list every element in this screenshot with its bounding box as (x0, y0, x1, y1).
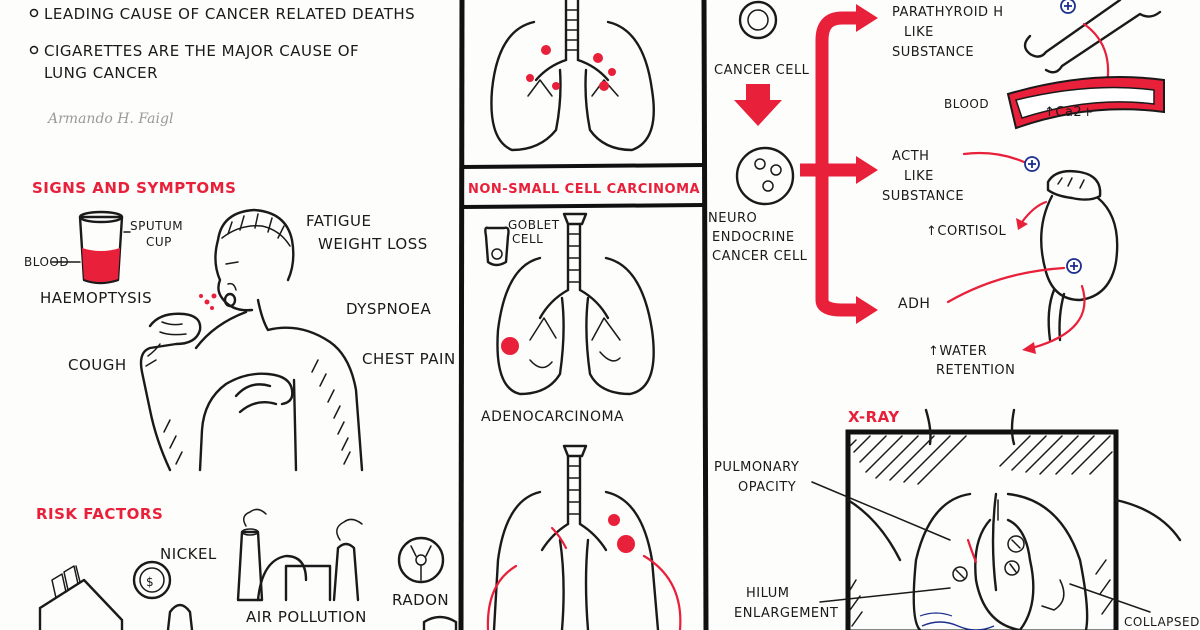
cancer-cell-icon (738, 0, 778, 40)
intro-bullet-2-line2: LUNG CANCER (44, 64, 158, 82)
risk-heading: RISK FACTORS (36, 505, 163, 523)
hilum-label-2: ENLARGEMENT (734, 606, 838, 621)
neuro-cancer-cell-label: CANCER CELL (712, 249, 808, 264)
cigarette-pack-icon (38, 565, 124, 630)
adh-label: ADH (898, 296, 930, 312)
blood-vessel-label: BLOOD (944, 97, 989, 111)
sputum-cup-icon (51, 210, 131, 285)
down-arrow (734, 84, 782, 126)
svg-text:$: $ (146, 575, 154, 589)
cortisol-label: ↑CORTISOL (926, 224, 1007, 239)
panel-dividers (458, 0, 709, 630)
cancer-cell-label: CANCER CELL (714, 63, 810, 78)
pth-label: PARATHYROID H (892, 5, 1003, 20)
adh-arrow (946, 266, 1066, 304)
cortisol-arrow (1020, 200, 1048, 224)
intro-bullet-1: LEADING CAUSE OF CANCER RELATED DEATHS (44, 5, 415, 23)
nickel-label: NICKEL (160, 545, 217, 563)
chest-pain-label: CHEST PAIN (362, 350, 456, 368)
acth-substance-label: SUBSTANCE (882, 189, 964, 204)
pth-like-label: LIKE (904, 25, 934, 40)
collapsed-pointer (1069, 583, 1151, 613)
lungs-squamous-icon (486, 444, 682, 630)
blood-label: BLOOD (24, 255, 69, 269)
acth-label: ACTH (892, 149, 929, 164)
haemoptysis-label: HAEMOPTYSIS (40, 289, 152, 307)
radon-icon (397, 536, 445, 584)
air-pollution-label: AIR POLLUTION (246, 608, 367, 626)
fatigue-label: FATIGUE (306, 212, 372, 230)
cough-label: COUGH (68, 356, 127, 374)
radon-label: RADON (392, 591, 449, 609)
dyspnoea-label: DYSPNOEA (346, 300, 431, 318)
lungs-top-icon (490, 0, 655, 152)
hilum-label-1: HILUM (746, 586, 789, 601)
neuroendocrine-cell-icon (735, 146, 795, 206)
opacity-pointer (811, 481, 951, 541)
retention-label: RETENTION (936, 363, 1015, 378)
endocrine-label: ENDOCRINE (712, 230, 795, 245)
water-label: ↑WATER (928, 344, 987, 359)
goblet-cell-label: CELL (512, 232, 543, 246)
adeno-label: ADENOCARCINOMA (481, 409, 624, 425)
factory-icon (236, 508, 363, 602)
bullet-dot (29, 45, 39, 55)
xray-frame (845, 408, 1182, 630)
barrel-icon (422, 615, 458, 630)
weight-loss-label: WEIGHT LOSS (318, 235, 428, 253)
acth-like-label: LIKE (904, 169, 934, 184)
red-branch-arrow (800, 4, 878, 324)
neuro-label: NEURO (708, 211, 757, 226)
hilum-pointer (819, 587, 951, 603)
blood-vessel-icon (1006, 76, 1165, 130)
signs-heading: SIGNS AND SYMPTOMS (32, 179, 236, 197)
nickel-coin-icon: $ (132, 560, 172, 600)
goblet-cell-icon (484, 226, 510, 267)
lungs-adeno-icon (496, 212, 655, 396)
sputum-label: SPUTUM (130, 219, 183, 233)
cup-label: CUP (146, 235, 172, 249)
calcium-label: ↑Ca2+ (1044, 105, 1094, 120)
bottle-icon (166, 603, 194, 630)
pth-substance-label: SUBSTANCE (892, 45, 974, 60)
acth-arrow (962, 151, 1026, 164)
opacity-label-2: OPACITY (738, 480, 796, 495)
xray-heading: X-RAY (848, 408, 900, 426)
bullet-dot (29, 8, 39, 18)
water-arrow (1030, 284, 1086, 350)
bone-icon (1023, 0, 1162, 74)
author-signature: Armando H. Faigl (46, 111, 173, 127)
coughing-person-icon (139, 208, 364, 472)
goblet-label: GOBLET (508, 218, 560, 232)
opacity-label-1: PULMONARY (714, 460, 799, 475)
intro-bullets: LEADING CAUSE OF CANCER RELATED DEATHS C… (29, 5, 415, 127)
nsclc-heading: NON-SMALL CELL CARCINOMA (468, 182, 700, 197)
kidney-adrenal-icon (1040, 169, 1119, 342)
intro-bullet-2-line1: CIGARETTES ARE THE MAJOR CAUSE OF (44, 42, 359, 60)
collapsed-label: COLLAPSED (1124, 615, 1200, 629)
